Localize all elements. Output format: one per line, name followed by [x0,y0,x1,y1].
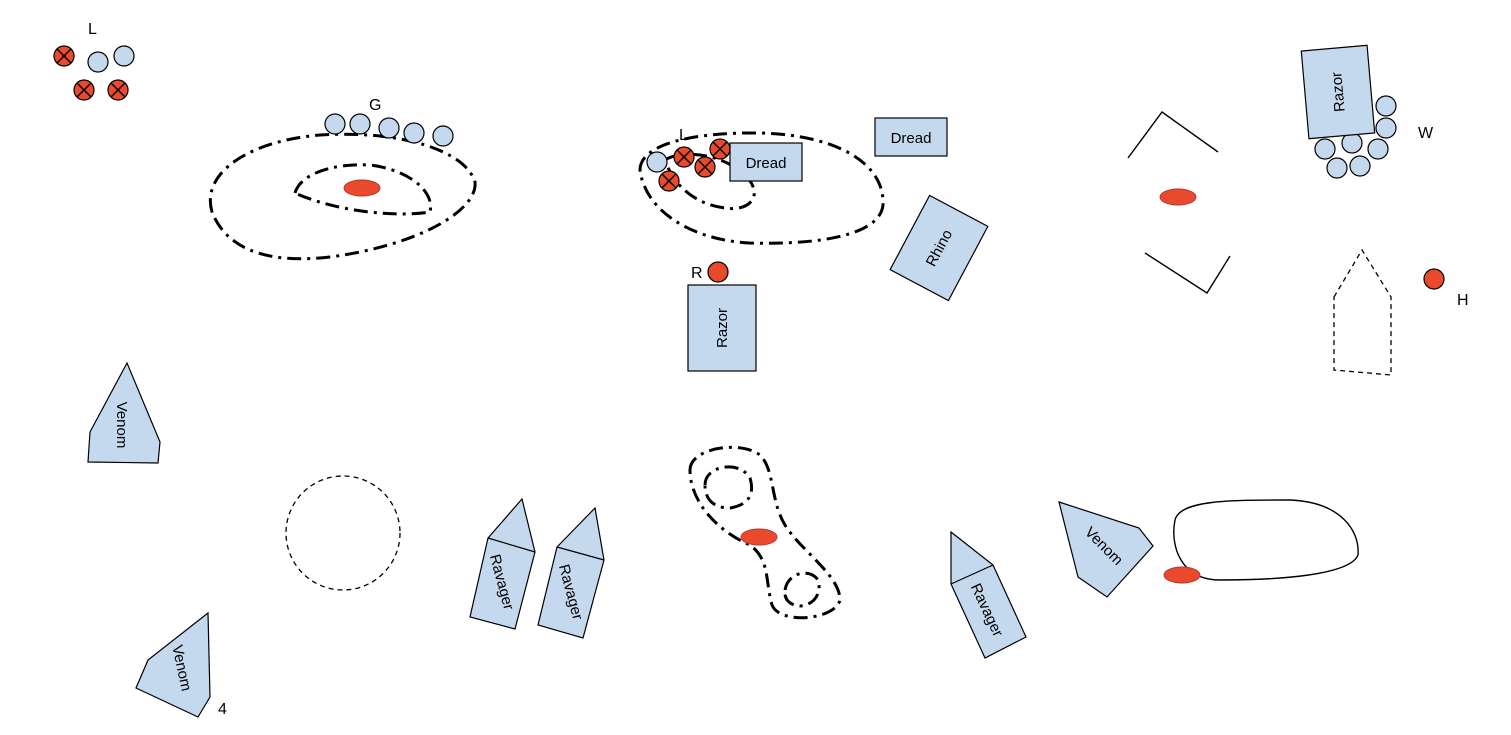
vehicle-dread: Dread [729,142,803,182]
svg-text:Dread: Dread [746,155,787,172]
svg-text:Razor: Razor [714,308,731,348]
vehicle-venom: Venom [135,611,211,718]
objective-marker [740,528,778,546]
vehicle-dread: Dread [874,117,948,157]
terrain-solid-blob [1173,499,1359,581]
terrain-inner-top-left [293,163,433,216]
vehicle-razor: Razor [1300,44,1376,140]
objective-marker [1163,566,1201,584]
terrain-dashed-circle [285,475,401,591]
terrain-dashed-building [1333,248,1392,376]
terrain-outer-top-center [638,131,885,245]
vehicle-rhino: Rhino [889,194,989,302]
terrain-wall-top [1127,111,1219,159]
squad-label: G [369,97,381,114]
svg-text:Dread: Dread [891,130,932,147]
squad-label: H [1457,292,1469,309]
squad-label: L [679,127,688,144]
squad-label: R [691,265,703,282]
model-r [707,261,729,283]
vehicle-ravager: Ravager [950,530,1027,659]
squad-label: L [88,21,97,38]
model-h [1423,268,1445,290]
vehicle-razor: Razor [687,284,757,372]
number-label: 4 [218,701,227,718]
svg-text:Razor: Razor [1328,71,1348,112]
objective-marker [1159,188,1197,206]
terrain-inner-top-center [663,152,756,211]
terrain-wall-bottom [1144,252,1231,294]
terrain-inner-bottom-center-bottom [783,571,821,608]
terrain-outer-top-left [208,132,477,261]
objective-marker [343,179,381,197]
vehicle-venom: Venom [1058,501,1154,598]
terrain-inner-bottom-center-top [703,465,754,510]
vehicle-ravager: Ravager [537,506,605,639]
squad-g [324,113,454,147]
squad-l-top-left [53,45,135,101]
vehicle-ravager: Ravager [469,497,536,630]
squad-label: W [1418,125,1434,142]
squad-l-middle [646,138,731,192]
vehicle-venom: Venom [87,361,161,464]
squad-w [1314,95,1397,179]
svg-text:Venom: Venom [113,402,130,449]
